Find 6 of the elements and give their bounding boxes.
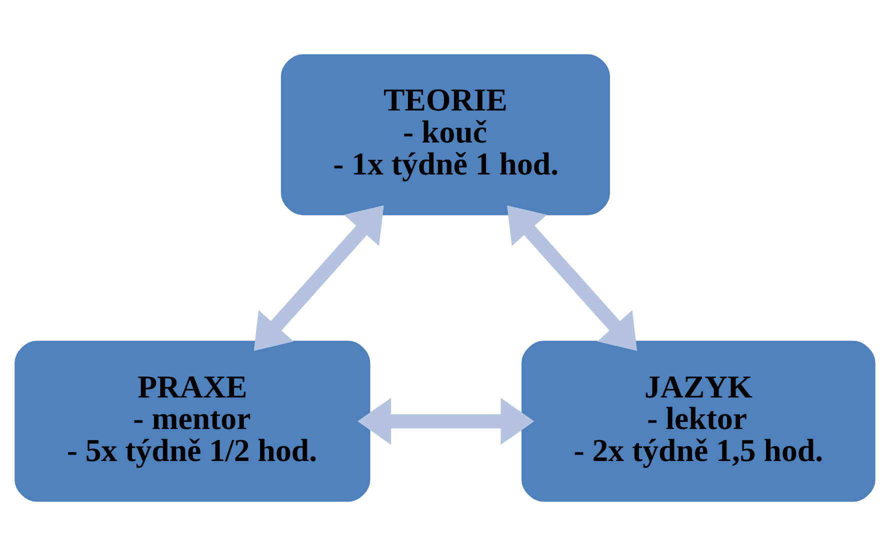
- node-box: PRAXE - mentor - 5x týdně 1/2 hod.: [14, 340, 370, 502]
- arrow: [358, 397, 534, 444]
- node-box: TEORIE - kouč - 1x týdně 1 hod.: [280, 54, 610, 215]
- arrow: [507, 204, 638, 350]
- arrow: [254, 204, 384, 350]
- node-box: JAZYK - lektor - 2x týdně 1,5 hod.: [522, 340, 876, 502]
